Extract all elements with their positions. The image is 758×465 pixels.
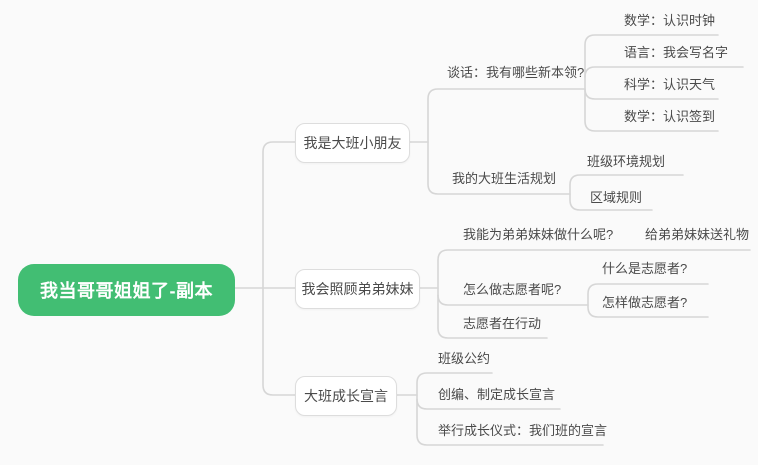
leaf-topic-1-1-0[interactable]: 什么是志愿者? xyxy=(602,261,688,276)
leaf-topic-0-1-0[interactable]: 班级环境规划 xyxy=(587,154,666,169)
connector xyxy=(584,88,719,100)
main-topic-1[interactable]: 我会照顾弟弟妹妹 xyxy=(295,269,420,309)
connector xyxy=(416,372,604,446)
connector xyxy=(437,249,751,339)
sub-topic-1-0[interactable]: 我能为弟弟妹妹做什么呢? xyxy=(463,227,614,242)
leaf-topic-1-0-0[interactable]: 给弟弟妹妹送礼物 xyxy=(645,227,750,242)
leaf-topic-0-0-0[interactable]: 数学：认识时钟 xyxy=(624,13,716,28)
main-topic-0[interactable]: 我是大班小朋友 xyxy=(295,123,410,163)
connector xyxy=(584,66,744,78)
leaf-topic-0-0-2[interactable]: 科学：认识天气 xyxy=(624,77,716,92)
sub-topic-0-1[interactable]: 我的大班生活规划 xyxy=(452,171,557,186)
connector xyxy=(427,88,586,195)
connector xyxy=(437,294,589,306)
leaf-topic-0-0-1[interactable]: 语言：我会写名字 xyxy=(624,45,729,60)
sub-topic-1-2[interactable]: 志愿者在行动 xyxy=(463,316,542,331)
connector xyxy=(416,398,561,410)
sub-topic-0-0[interactable]: 谈话：我有哪些新本领? xyxy=(447,65,585,80)
sub-topic-2-1[interactable]: 创编、制定成长宣言 xyxy=(438,387,556,402)
leaf-topic-0-0-3[interactable]: 数学：认识签到 xyxy=(624,109,716,124)
sub-topic-2-2[interactable]: 举行成长仪式：我们班的宣言 xyxy=(438,423,608,438)
sub-topic-2-0[interactable]: 班级公约 xyxy=(438,351,491,366)
connector xyxy=(262,141,296,396)
leaf-topic-1-1-1[interactable]: 怎样做志愿者? xyxy=(602,295,688,310)
sub-topic-1-1[interactable]: 怎么做志愿者呢? xyxy=(463,282,562,297)
connector xyxy=(587,283,709,318)
main-topic-2[interactable]: 大班成长宣言 xyxy=(295,376,397,416)
connector xyxy=(584,34,719,132)
connector xyxy=(569,174,684,211)
leaf-topic-0-1-1[interactable]: 区域规则 xyxy=(590,190,643,205)
root-topic[interactable]: 我当哥哥姐姐了-副本 xyxy=(18,264,235,316)
